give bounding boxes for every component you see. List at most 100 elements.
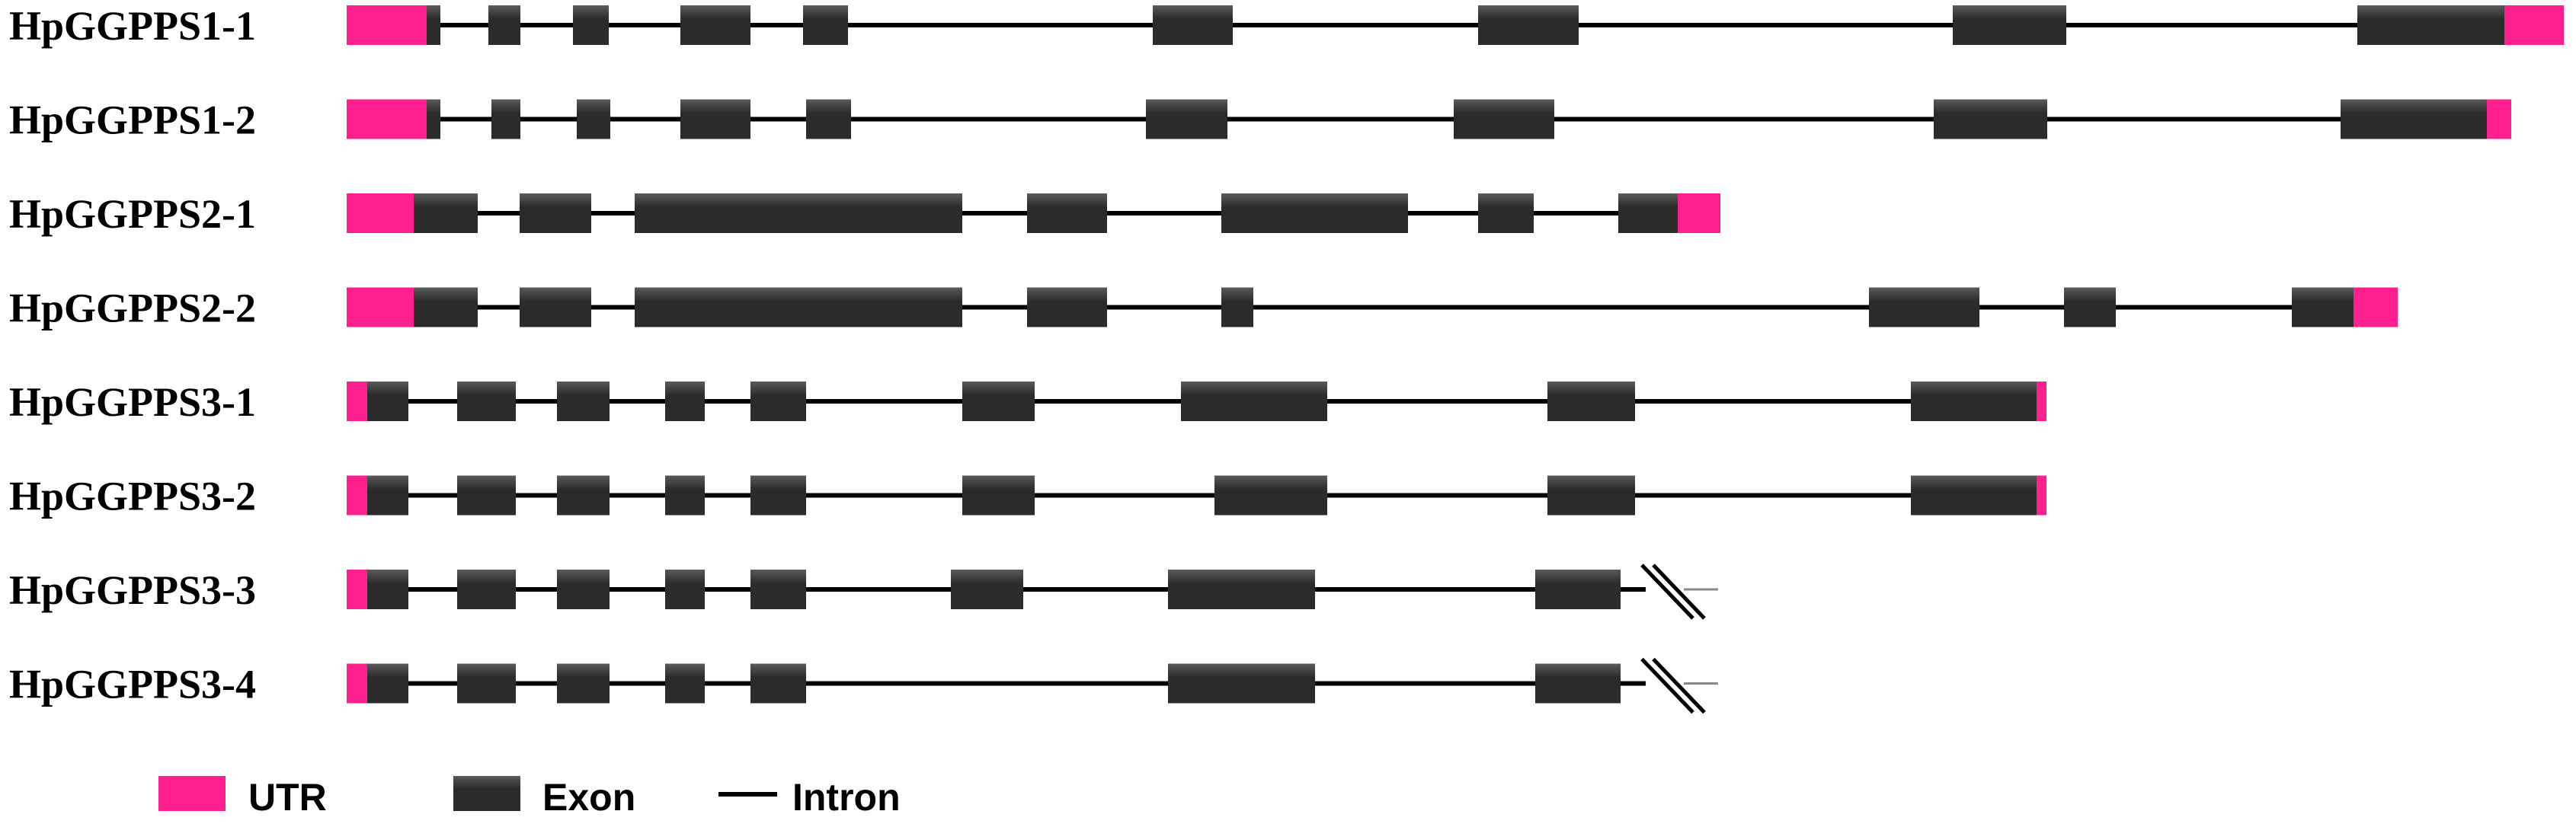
exon-box (1869, 287, 1979, 327)
exon-box (577, 99, 610, 139)
legend-utr-swatch (158, 776, 226, 811)
exon-box (635, 287, 962, 327)
utr-box (347, 475, 367, 516)
gene-name-label: HpGGPPS3-3 (9, 567, 256, 613)
exon-box (750, 475, 806, 516)
exon-box (457, 382, 516, 421)
utr-box (347, 193, 414, 233)
exon-box (806, 99, 851, 139)
exon-box (1547, 382, 1635, 421)
exon-box (750, 663, 806, 704)
gene-name-label: HpGGPPS1-2 (9, 97, 256, 143)
exon-box (1027, 287, 1107, 327)
legend: UTR Exon Intron (158, 776, 901, 819)
exon-box (1027, 193, 1107, 233)
exon-box (1181, 382, 1327, 421)
utr-box (2037, 382, 2046, 421)
legend-exon-swatch (453, 776, 520, 811)
exon-box (573, 5, 609, 45)
exon-box (1618, 193, 1678, 233)
exon-box (491, 99, 520, 139)
exon-box (367, 570, 408, 609)
gene-name-label: HpGGPPS2-2 (9, 286, 256, 331)
exon-box (1934, 99, 2047, 139)
exon-box (427, 99, 440, 139)
exon-box (680, 99, 750, 139)
gene-rows: HpGGPPS1-1HpGGPPS1-2HpGGPPS2-1HpGGPPS2-2… (9, 3, 2564, 714)
exon-box (665, 570, 705, 609)
exon-box (750, 382, 806, 421)
exon-box (665, 663, 705, 704)
gene-row: HpGGPPS3-2 (9, 474, 2046, 519)
exon-box (414, 193, 478, 233)
exon-box (1146, 99, 1227, 139)
gene-row: HpGGPPS1-2 (9, 97, 2511, 143)
exon-box (414, 287, 478, 327)
exon-box (1911, 382, 2037, 421)
utr-box (347, 570, 367, 609)
utr-box (2487, 99, 2511, 139)
exon-box (2064, 287, 2116, 327)
exon-box (635, 193, 962, 233)
gene-row: HpGGPPS3-3 (9, 564, 1718, 620)
exon-box (427, 5, 440, 45)
break-mark (1652, 564, 1706, 620)
exon-box (2292, 287, 2354, 327)
exon-box (557, 475, 610, 516)
utr-box (347, 5, 427, 45)
exon-box (1214, 475, 1327, 516)
exon-box (1454, 99, 1554, 139)
exon-box (665, 382, 705, 421)
break-mark (1652, 657, 1706, 714)
exon-box (520, 287, 591, 327)
exon-box (520, 193, 591, 233)
utr-box (2354, 287, 2398, 327)
gene-name-label: HpGGPPS2-1 (9, 191, 256, 237)
legend-exon-label: Exon (542, 776, 635, 819)
exon-box (557, 382, 610, 421)
exon-box (488, 5, 520, 45)
gene-name-label: HpGGPPS3-1 (9, 379, 256, 425)
gene-name-label: HpGGPPS3-2 (9, 474, 256, 519)
exon-box (1547, 475, 1635, 516)
exon-box (1168, 663, 1315, 704)
exon-box (2357, 5, 2504, 45)
exon-box (1153, 5, 1233, 45)
gene-name-label: HpGGPPS1-1 (9, 3, 256, 49)
utr-box (347, 287, 414, 327)
exon-box (951, 570, 1023, 609)
gene-name-label: HpGGPPS3-4 (9, 662, 256, 707)
exon-box (962, 382, 1035, 421)
exon-box (557, 663, 610, 704)
break-mark (1640, 564, 1694, 620)
exon-box (1478, 5, 1579, 45)
gene-row: HpGGPPS3-4 (9, 657, 1718, 714)
exon-box (680, 5, 750, 45)
utr-box (2037, 475, 2046, 516)
exon-box (457, 663, 516, 704)
exon-box (1221, 287, 1253, 327)
gene-row: HpGGPPS2-2 (9, 286, 2398, 331)
exon-box (1168, 570, 1315, 609)
exon-box (1953, 5, 2066, 45)
gene-row: HpGGPPS1-1 (9, 3, 2564, 49)
utr-box (2504, 5, 2564, 45)
exon-box (1911, 475, 2037, 516)
exon-box (803, 5, 848, 45)
exon-box (557, 570, 610, 609)
utr-box (1678, 193, 1720, 233)
exon-box (367, 663, 408, 704)
legend-intron-label: Intron (792, 776, 901, 819)
exon-box (1535, 570, 1621, 609)
exon-box (1221, 193, 1408, 233)
utr-box (347, 99, 427, 139)
legend-utr-label: UTR (248, 776, 327, 819)
break-mark (1640, 657, 1694, 714)
exon-box (962, 475, 1035, 516)
exon-box (2341, 99, 2487, 139)
utr-box (347, 663, 367, 704)
exon-box (1535, 663, 1621, 704)
exon-box (367, 382, 408, 421)
exon-box (457, 475, 516, 516)
